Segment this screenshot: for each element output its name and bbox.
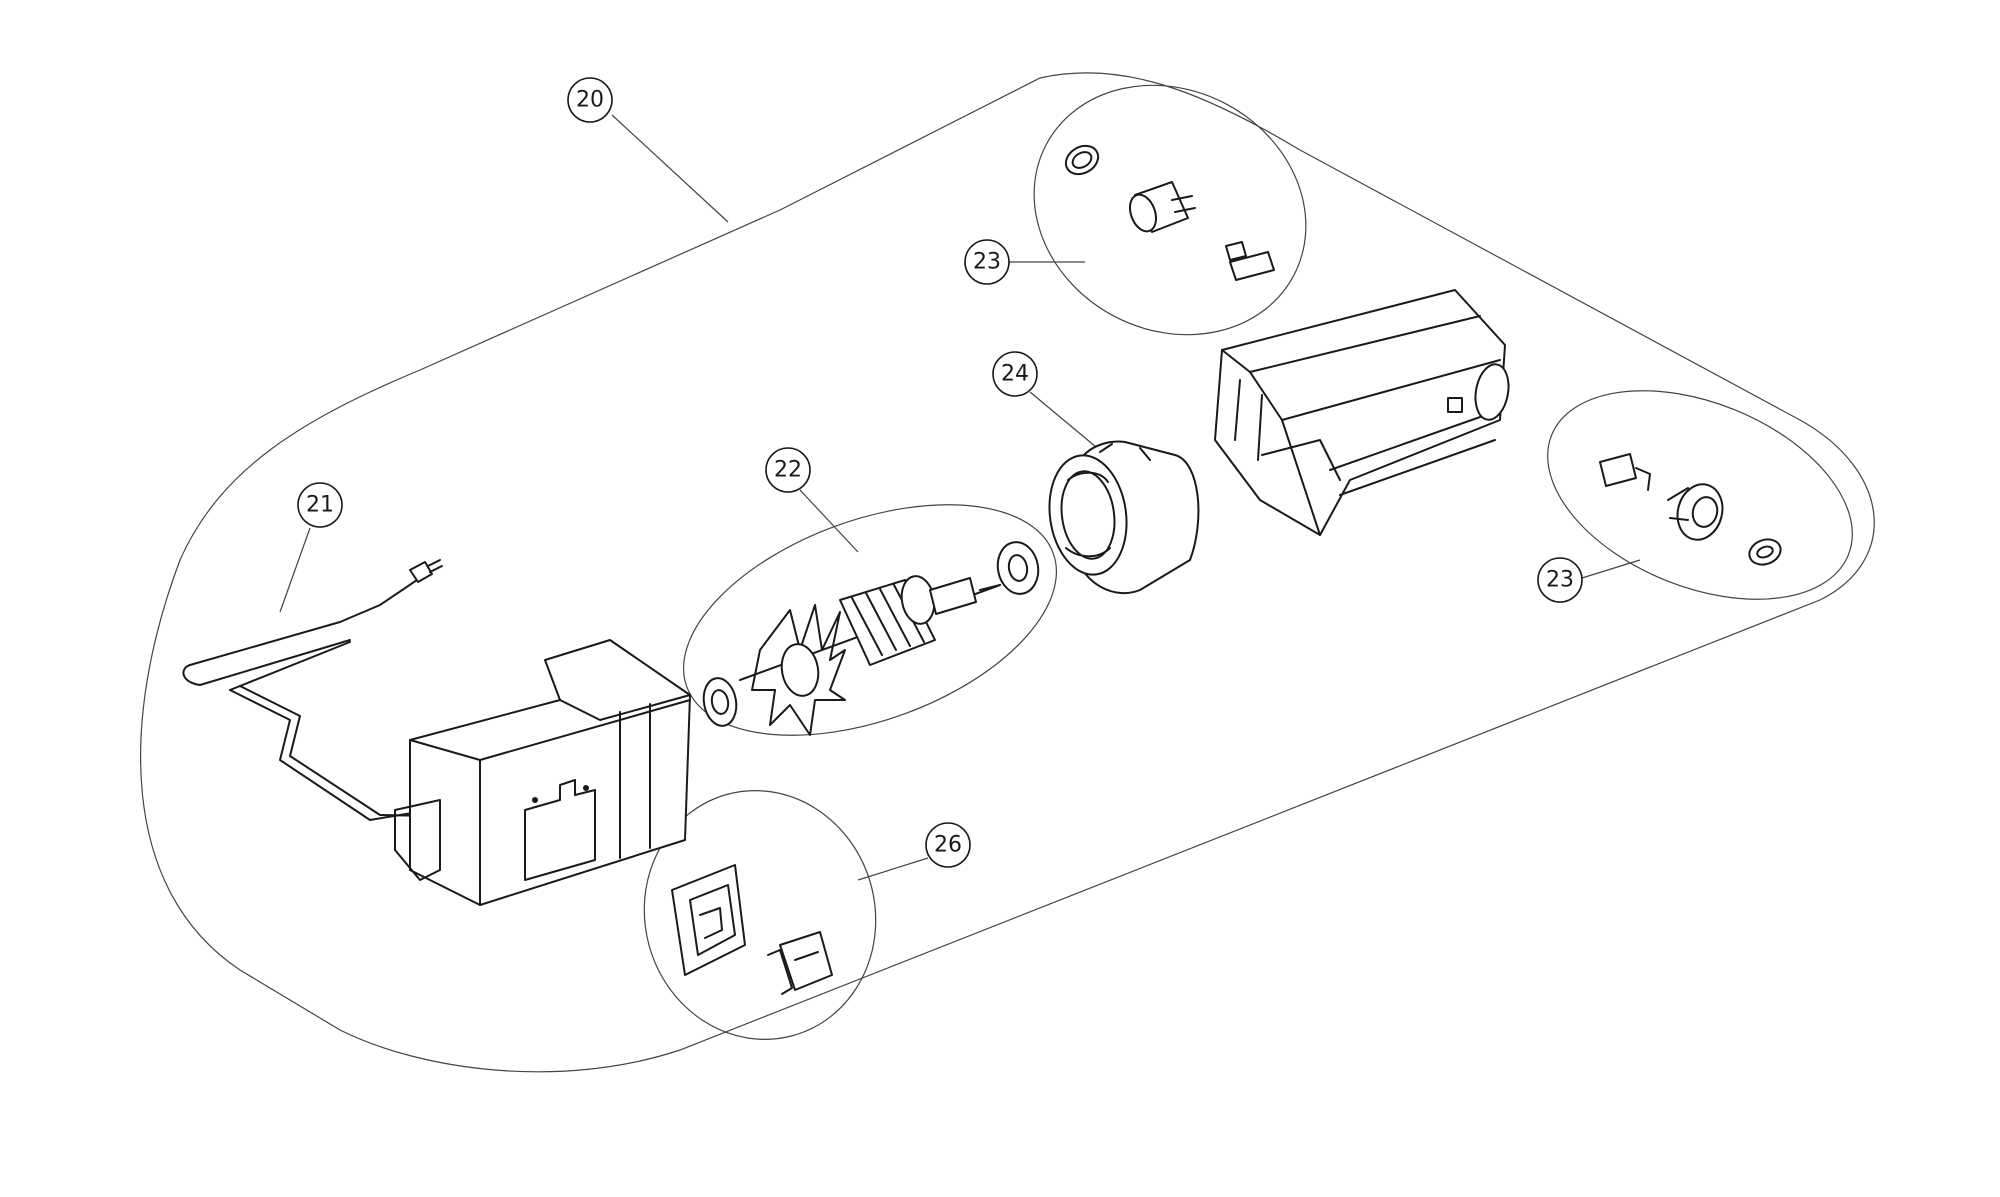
callout-20: 20 [567, 77, 613, 123]
bearing-left [702, 677, 738, 727]
brush-cap-ring-top [1064, 144, 1100, 176]
leader-line-20 [611, 114, 729, 223]
power-cord [182, 559, 443, 821]
group-outline-23-top [1033, 84, 1307, 336]
brush-cap-ring-right [1748, 538, 1782, 566]
leader-line-23-right [1581, 559, 1641, 579]
callout-label-21: 21 [306, 493, 334, 518]
switch-housing-cover [394, 639, 691, 906]
callout-23-right: 23 [1537, 557, 1583, 603]
callout-24: 24 [992, 351, 1038, 397]
carbon-brush-top [1225, 241, 1275, 281]
group-outline-23-right [1547, 390, 1853, 600]
callout-21: 21 [297, 482, 343, 528]
brush-holder-right [1667, 483, 1724, 541]
assembly-group-outline-20 [140, 72, 1875, 1073]
rocker-switch [767, 931, 833, 995]
group-outline-26 [643, 790, 877, 1040]
field-stator [1048, 440, 1200, 595]
motor-housing [1214, 289, 1510, 536]
callout-label-24: 24 [1001, 362, 1029, 387]
brush-holder-top [1128, 181, 1196, 233]
callout-23-top: 23 [964, 239, 1010, 285]
leader-line-21 [279, 527, 311, 613]
callout-label-23-right: 23 [1546, 568, 1574, 593]
callout-label-20: 20 [576, 88, 604, 113]
callout-label-26: 26 [934, 833, 962, 858]
callout-label-23-top: 23 [973, 250, 1001, 275]
switch-plate [671, 864, 746, 976]
leader-line-22 [799, 489, 859, 553]
callout-label-22: 22 [774, 458, 802, 483]
callout-22: 22 [765, 447, 811, 493]
bearing-right [996, 541, 1040, 595]
leader-line-26 [857, 857, 929, 881]
group-outline-22 [682, 504, 1058, 736]
leader-line-24 [1029, 391, 1103, 453]
carbon-brush-right [1599, 453, 1651, 491]
callout-26: 26 [925, 822, 971, 868]
armature-rotor [739, 575, 1001, 736]
